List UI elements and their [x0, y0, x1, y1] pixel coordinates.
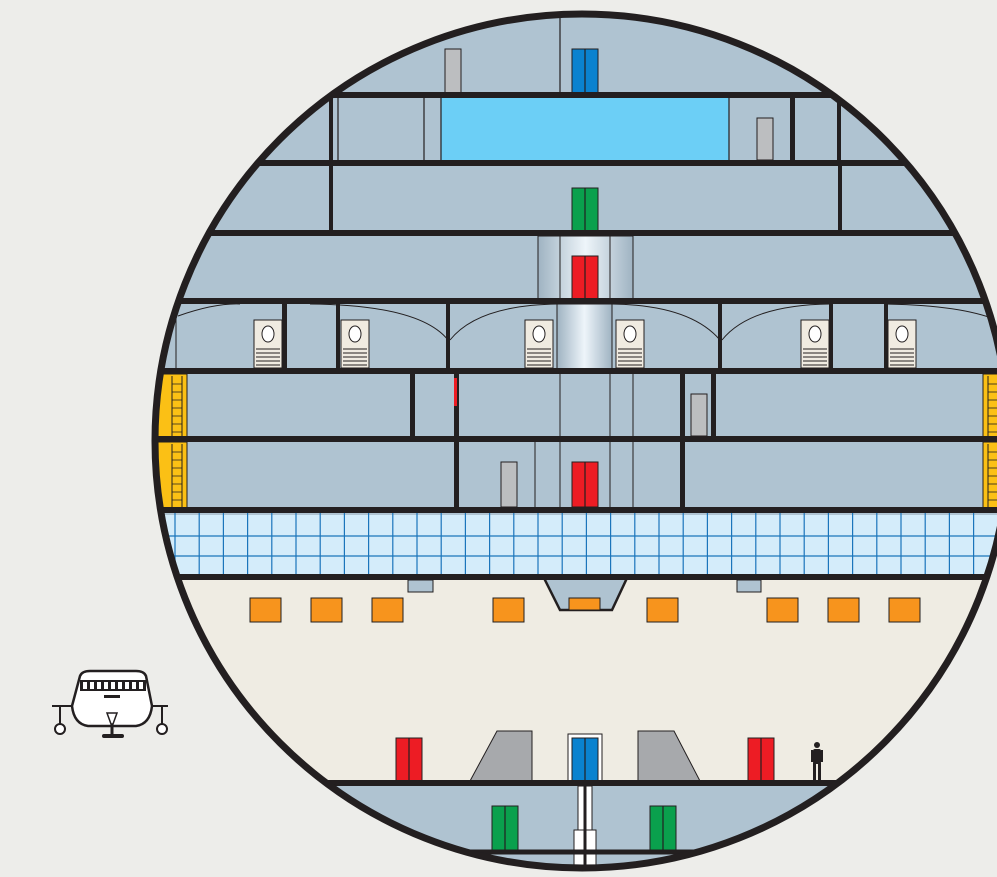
glass-grid — [155, 513, 997, 575]
door-green-left — [491, 805, 519, 853]
bed-icons — [253, 319, 917, 369]
glass-deck — [155, 515, 997, 577]
elevator-door-blue — [571, 48, 599, 95]
wheel-icon — [54, 723, 66, 735]
elevator-door-red — [571, 255, 599, 301]
elevator-door-blue-lower — [571, 737, 599, 784]
cargo-crate — [492, 597, 525, 623]
cargo-crate — [568, 597, 601, 611]
deck-line — [155, 160, 997, 166]
deck-line — [155, 368, 997, 374]
person-figure — [811, 742, 823, 780]
deck-line — [155, 574, 997, 580]
pool — [440, 94, 730, 162]
cargo-crate — [766, 597, 799, 623]
deck-line — [155, 230, 997, 236]
cargo-crate — [371, 597, 404, 623]
cargo-crate — [888, 597, 921, 623]
door-red-right — [747, 737, 775, 784]
deck-line — [155, 780, 997, 786]
cargo-crate — [310, 597, 343, 623]
cargo-crate — [827, 597, 860, 623]
cargo-crate — [249, 597, 282, 623]
wheel-icon — [156, 723, 168, 735]
elevator-door-green — [571, 187, 599, 233]
hull-outline — [151, 10, 997, 872]
elevator-door-red-lower — [571, 461, 599, 508]
door-green-right — [649, 805, 677, 853]
cargo-crates — [249, 597, 921, 623]
deck-line — [155, 436, 997, 442]
hull-interior — [155, 14, 997, 868]
door-red-left — [395, 737, 423, 784]
deck-line — [155, 298, 997, 304]
deck-line — [155, 92, 997, 98]
deck-line — [155, 507, 997, 513]
tender-boat — [52, 669, 168, 738]
cargo-crate — [646, 597, 679, 623]
